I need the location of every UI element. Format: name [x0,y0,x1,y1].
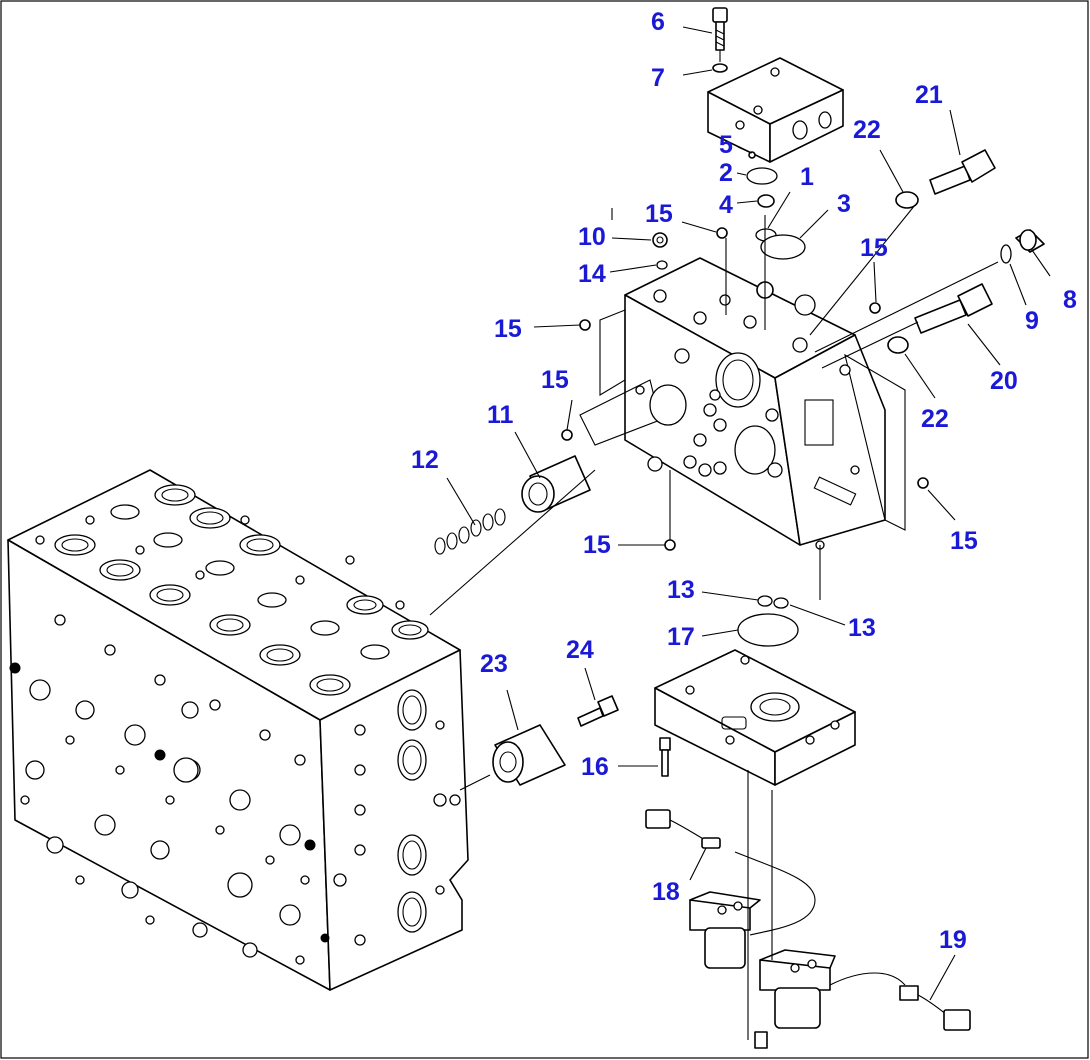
plug-15-d [561,429,573,441]
callout-22-top: 22 [853,116,881,144]
main-valve-body [7,469,469,991]
washer-22-top [895,191,919,209]
front-face-ports [9,614,330,965]
callout-22-bottom: 22 [921,405,949,433]
spring-12 [434,508,506,555]
callout-16: 16 [581,753,609,781]
callout-15-e: 15 [583,531,611,559]
spool-11 [521,455,591,513]
callout-21: 21 [915,81,943,109]
callout-12: 12 [411,446,439,474]
bolt-16-lower [754,1031,768,1049]
top-face-ports [35,484,429,696]
callout-3: 3 [837,190,851,218]
o-ring-9 [1000,244,1012,264]
callout-2: 2 [719,159,733,187]
side-face-ports [333,689,461,946]
callout-15-a: 15 [645,200,673,228]
callout-18: 18 [652,878,680,906]
bolt-24 [577,695,619,727]
o-ring-17 [737,613,799,647]
plug-15-a [716,227,728,239]
callout-13-b: 13 [848,614,876,642]
bolt-20 [914,283,993,334]
seal-4 [757,194,775,208]
valve-housing [579,257,906,550]
leader-lines [429,26,1051,1040]
callout-17: 17 [667,623,695,651]
o-ring-14 [656,260,668,270]
o-ring-13-a [757,595,773,607]
callout-20: 20 [990,367,1018,395]
plug-10 [652,232,668,248]
callout-9: 9 [1025,307,1039,335]
o-ring-2 [746,167,778,185]
callout-10: 10 [578,223,606,251]
callout-15-b: 15 [860,234,888,262]
plug-15-b [579,319,591,331]
callout-8: 8 [1063,286,1077,314]
bolt-16 [659,737,671,777]
lower-solenoid-block [654,649,856,786]
callout-14: 14 [578,260,606,288]
washer-7 [712,63,728,73]
harness-18 [645,809,906,1029]
connector-19 [899,985,971,1031]
o-ring-3 [760,234,806,260]
bolt-21 [929,149,996,195]
upper-cover-block [707,57,844,163]
pin-5 [748,151,756,159]
bolt-6 [712,7,728,51]
callout-23: 23 [480,650,508,678]
solenoid-23 [492,724,566,786]
plug-15-c [869,302,881,314]
callout-5: 5 [719,131,733,159]
plug-15-e [664,539,676,551]
callout-15-c: 15 [494,315,522,343]
callout-1: 1 [800,163,814,191]
o-ring-13-b [773,597,789,609]
callout-labels: 6 7 21 22 5 2 1 4 3 15 10 15 14 8 9 15 2… [411,8,1077,954]
callout-19: 19 [939,926,967,954]
callout-24: 24 [566,636,594,664]
callout-15-d: 15 [541,366,569,394]
callout-4: 4 [719,191,733,219]
callout-11: 11 [487,401,514,429]
plug-8 [1015,229,1045,253]
callout-15-f: 15 [950,527,978,555]
callout-13-a: 13 [667,576,695,604]
plug-15-f [917,477,929,489]
callout-6: 6 [651,8,665,36]
callout-7: 7 [651,64,665,92]
washer-22-bottom [887,336,909,354]
